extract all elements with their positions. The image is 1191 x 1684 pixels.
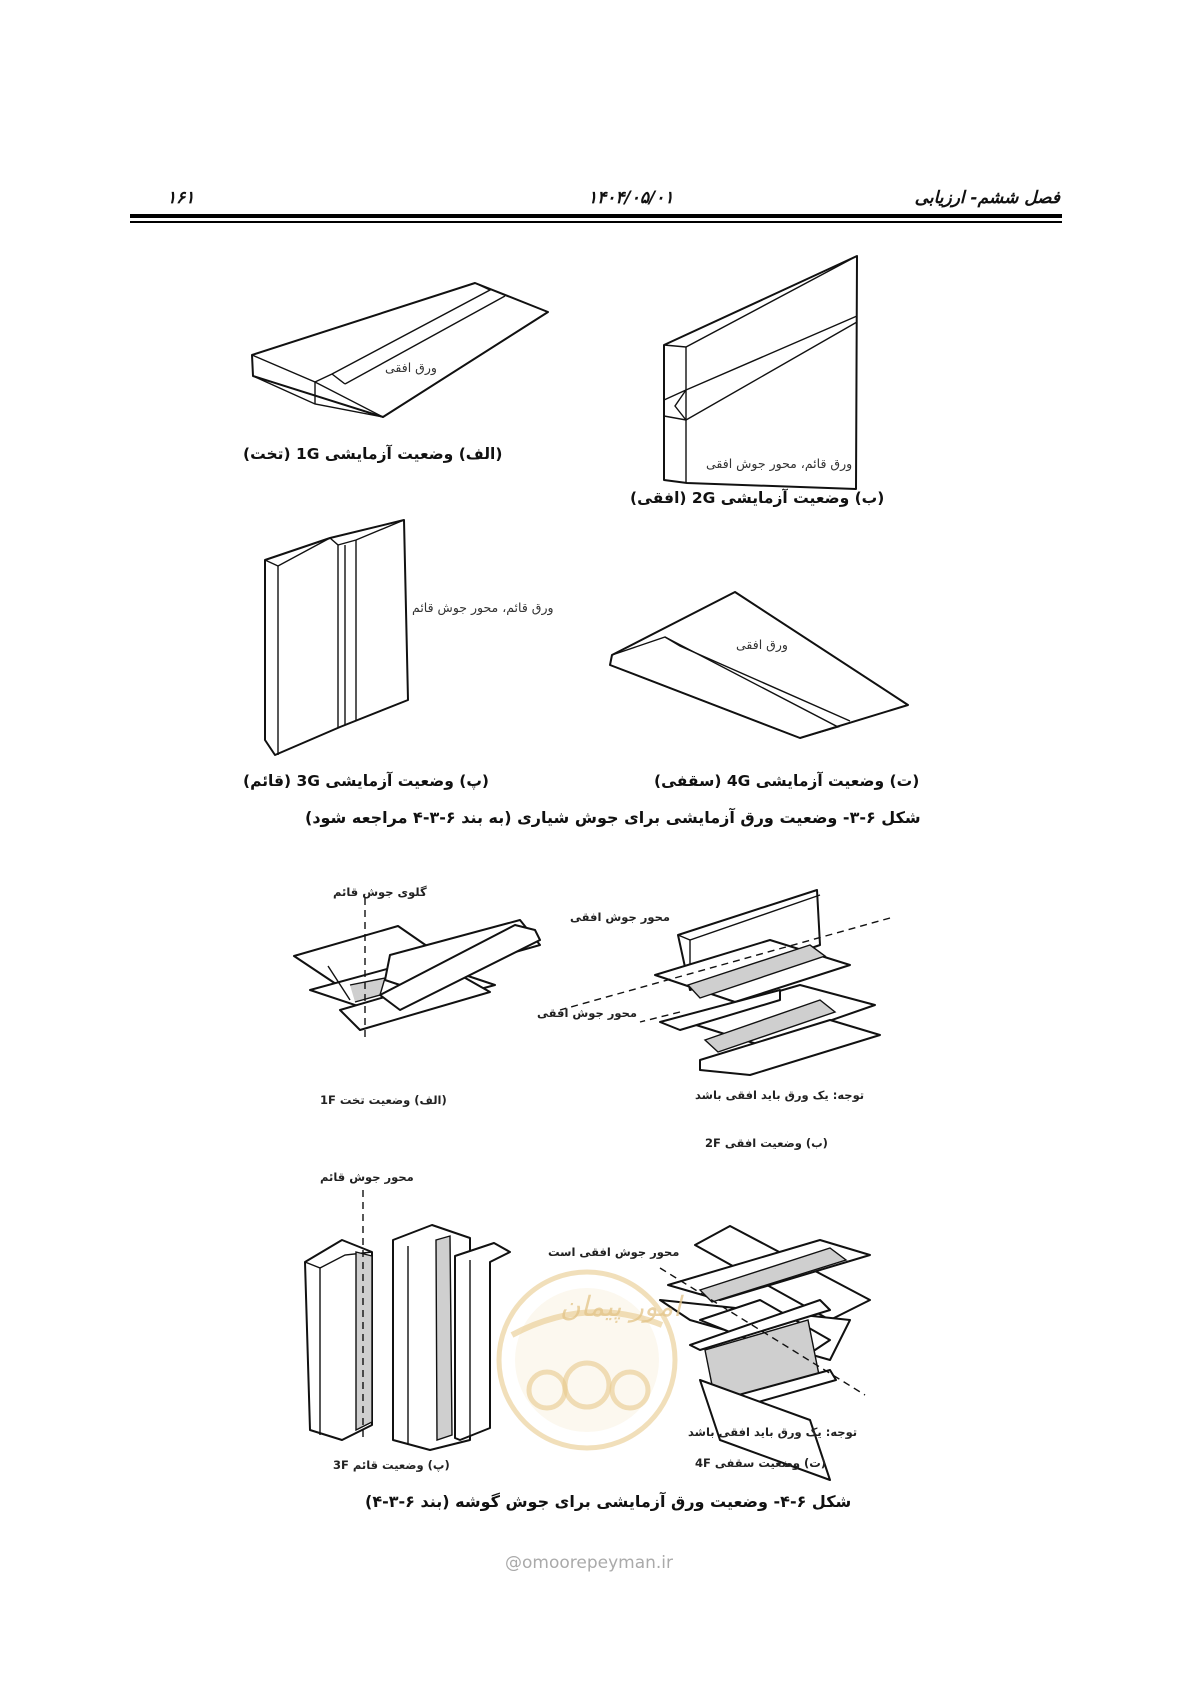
caption-3f: (پ) وضعیت قائم 3F (333, 1458, 450, 1472)
label-4f-axis: محور جوش افقی است (548, 1245, 680, 1259)
label-1g-plate: ورق افقی (385, 360, 437, 375)
caption-4f: (ت) وضعیت سقفی 4F (695, 1456, 827, 1470)
drawing-1f-flat (293, 898, 541, 1040)
header-rule-thin (130, 221, 1062, 223)
note-2f: توجه: یک ورق باید افقی باشد (695, 1088, 865, 1102)
caption-2f: (ب) وضعیت افقی 2F (705, 1136, 828, 1150)
caption-1f: (الف) وضعیت تخت 1F (320, 1093, 447, 1107)
caption-3g: (پ) وضعیت آزمایشی 3G (قائم) (243, 772, 489, 790)
drawing-1g-flat (251, 282, 549, 418)
label-1f-throat: گلوی جوش قائم (333, 885, 427, 899)
drawing-4f-overhead (659, 1225, 871, 1481)
drawing-3f-vertical (304, 1190, 511, 1451)
drawing-4g-overhead (609, 591, 909, 739)
label-3f-axis: محور جوش قائم (320, 1170, 414, 1184)
chapter-title: فصل ششم- ارزیابی (914, 188, 1060, 208)
caption-4g: (ت) وضعیت آزمایشی 4G (سقفی) (654, 772, 920, 790)
label-2f-axis-bottom: محور جوش افقی (537, 1006, 637, 1020)
watermark-logo-text: امور پیمان (560, 1290, 682, 1323)
drawing-2f-horizontal (559, 889, 891, 1076)
label-2f-axis-top: محور جوش افقی (570, 910, 670, 924)
label-2g-plate: ورق قائم، محور جوش افقی (706, 456, 853, 471)
drawing-3g-vertical (264, 519, 409, 756)
caption-2g: (ب) وضعیت آزمایشی 2G (افقی) (630, 489, 885, 507)
page-date: ۱۴۰۴/۰۵/۰۱ (588, 188, 674, 208)
page-number: ۱۶۱ (167, 188, 195, 208)
note-4f: توجه: یک ورق باید افقی باشد (688, 1425, 858, 1439)
header-rule-thick (130, 214, 1062, 218)
drawing-2g-horizontal (663, 255, 858, 490)
label-4g-plate: ورق افقی (736, 637, 788, 652)
caption-1g: (الف) وضعیت آزمایشی 1G (تخت) (243, 445, 503, 463)
figure-6-3-title: شکل ۶-۳- وضعیت ورق آزمایشی برای جوش شیار… (305, 808, 921, 827)
watermark-logo-icon (496, 1269, 678, 1451)
label-3g-plate: ورق قائم، محور جوش قائم (412, 600, 554, 615)
watermark-site: @omoorepeyman.ir (505, 1553, 674, 1573)
figure-6-4-title: شکل ۶-۴- وضعیت ورق آزمایشی برای جوش گوشه… (365, 1492, 852, 1511)
